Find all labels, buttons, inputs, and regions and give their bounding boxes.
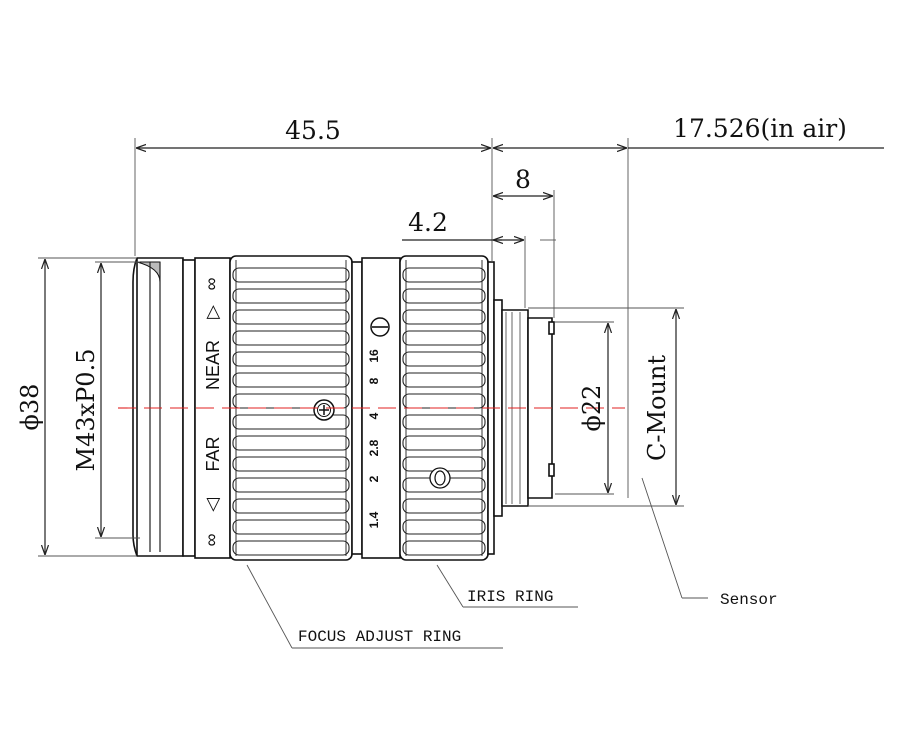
near-arrow: ▷ [202, 305, 222, 319]
dimension-c-mount: C-Mount [528, 307, 684, 507]
front-barrel [132, 257, 184, 557]
callout-focus-ring: FOCUS ADJUST RING [246, 564, 503, 649]
iris-scale-value: 16 [367, 349, 381, 363]
svg-text:ϕ22: ϕ22 [578, 385, 606, 432]
svg-text:IRIS RING: IRIS RING [467, 588, 553, 606]
far-label: FAR [203, 436, 223, 471]
svg-text:45.5: 45.5 [285, 116, 341, 145]
infinity-mark-bottom: ∞ [201, 533, 221, 546]
near-label: NEAR [203, 340, 223, 390]
callout-iris-ring: IRIS RING [436, 564, 578, 608]
infinity-mark-top: ∞ [201, 277, 221, 290]
svg-text:FOCUS ADJUST RING: FOCUS ADJUST RING [298, 628, 461, 646]
svg-text:17.526(in air): 17.526(in air) [673, 114, 847, 143]
iris-lock-screw[interactable] [429, 467, 451, 489]
dimension-mount-diameter: ϕ22 [555, 321, 614, 495]
dimension-mount-length: 8 [493, 165, 553, 196]
svg-text:ϕ38: ϕ38 [16, 384, 44, 431]
iris-scale-value: 8 [367, 377, 381, 384]
dimension-flange-distance: 17.526(in air) [493, 114, 884, 148]
iris-scale-value: 2 [367, 475, 381, 482]
focus-lock-screw[interactable] [313, 399, 335, 421]
svg-text:M43xP0.5: M43xP0.5 [72, 349, 100, 472]
callout-sensor: Sensor [641, 477, 778, 609]
dimension-outer-diameter: ϕ38 [16, 257, 137, 557]
iris-scale-value: 2.8 [367, 439, 381, 456]
iris-ring[interactable] [399, 255, 489, 561]
iris-scale-value: 4 [367, 412, 381, 419]
dimension-overall-length: 45.5 [136, 116, 491, 148]
svg-text:4.2: 4.2 [408, 208, 448, 237]
iris-index-mark [370, 317, 390, 337]
dimension-thread-length: 4.2 [402, 208, 524, 240]
far-arrow: ◁ [202, 498, 222, 512]
iris-scale-value: 1.4 [367, 511, 381, 528]
svg-text:C-Mount: C-Mount [643, 355, 671, 461]
iris-scale: 1.4 2 2.8 4 8 16 [367, 349, 381, 528]
focus-scale: ∞ ▷ NEAR FAR ◁ ∞ [201, 277, 223, 546]
svg-text:Sensor: Sensor [720, 591, 778, 609]
svg-text:8: 8 [515, 165, 531, 194]
dimension-filter-thread: M43xP0.5 [72, 261, 140, 539]
